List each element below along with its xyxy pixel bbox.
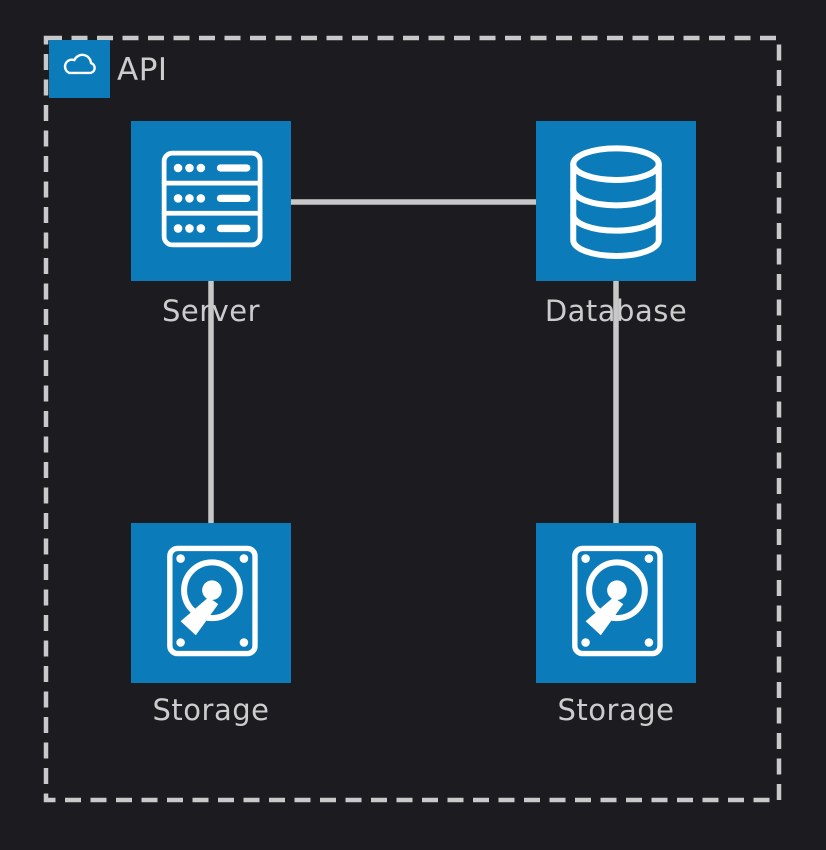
node-label-storage-left: Storage: [152, 693, 270, 727]
cloud-icon: [58, 45, 102, 93]
node-storage-left: [131, 523, 291, 683]
hard-disk-icon: [540, 525, 692, 681]
node-storage-right: [536, 523, 696, 683]
hard-disk-icon: [135, 525, 287, 681]
api-group-badge: [49, 40, 110, 98]
api-group-border: [43, 35, 782, 803]
database-icon: [540, 123, 692, 279]
node-database: [536, 121, 696, 281]
node-server: [131, 121, 291, 281]
node-label-storage-right: Storage: [557, 693, 675, 727]
server-icon: [135, 123, 287, 279]
api-group-label: API: [117, 52, 168, 88]
